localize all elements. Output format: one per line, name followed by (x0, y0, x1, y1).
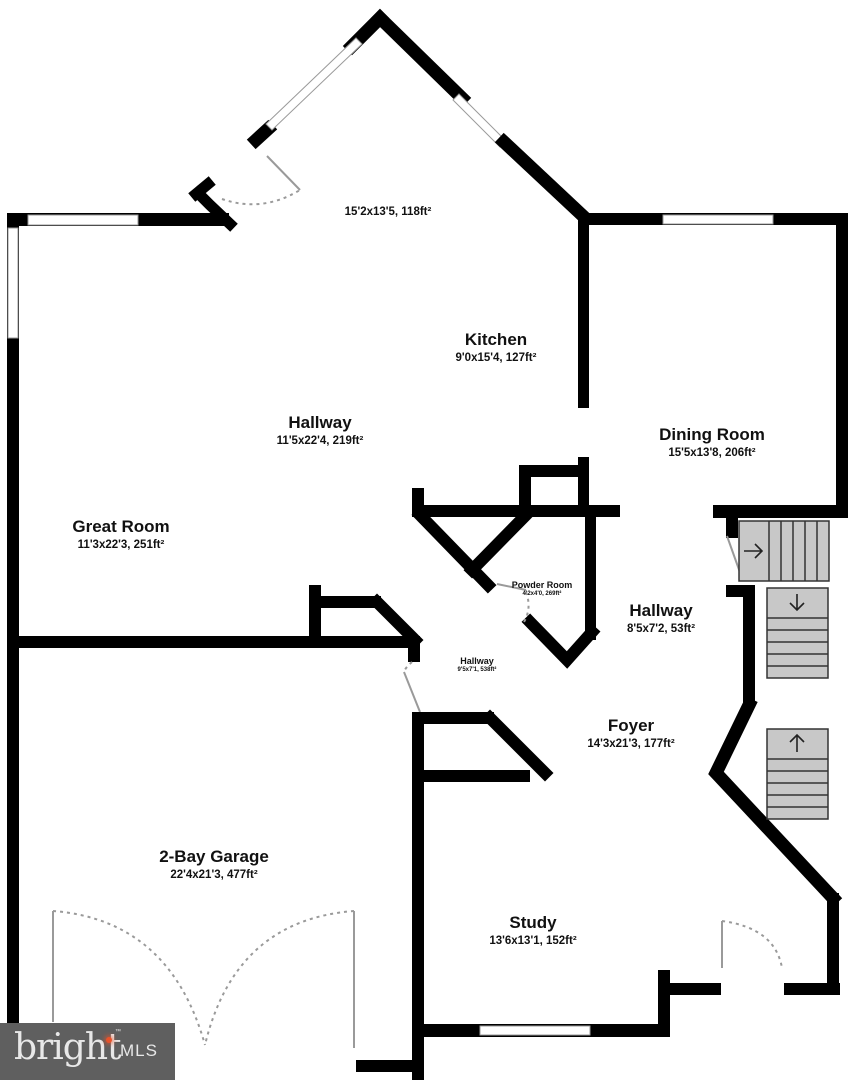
room-label-hallway-small: Hallway 9'5x7'1, 538ft² (458, 656, 497, 674)
door-upper (221, 155, 301, 206)
room-label-upper: 15'2x13'5, 118ft² (345, 204, 432, 219)
room-dimensions: 8'5x7'2, 53ft² (626, 622, 696, 635)
trademark-symbol: ™ (115, 1029, 121, 1035)
down-arrow-icon (789, 594, 805, 612)
outer-left-walls (7, 213, 229, 1080)
window (479, 1025, 591, 1036)
garage-top-walls (7, 585, 424, 662)
room-name: Study (509, 913, 557, 932)
window (27, 214, 139, 226)
door-powder-room (496, 583, 530, 623)
room-dimensions: 22'4x21'3, 477ft² (170, 868, 258, 881)
upper-room-walls (188, 8, 593, 232)
room-name: 2-Bay Garage (159, 847, 269, 866)
room-name: Great Room (72, 517, 170, 536)
room-dimensions: 14'3x21'3, 177ft² (587, 737, 675, 750)
logo-brand-text: brigh (14, 1027, 108, 1068)
room-dimensions: 15'5x13'8, 206ft² (668, 446, 756, 459)
room-label-kitchen: Kitchen 9'0x15'4, 127ft² (456, 330, 537, 365)
logo-mls-text: MLS (120, 1041, 158, 1060)
room-label-hallway-east: Hallway 8'5x7'2, 53ft² (627, 601, 695, 636)
room-name: Hallway (288, 413, 352, 432)
room-name: Hallway (460, 656, 494, 666)
window (7, 227, 19, 339)
room-label-powder-room: Powder Room 4'2x4'0, 269ft² (512, 580, 573, 598)
room-name: Foyer (607, 716, 655, 735)
room-name: Kitchen (464, 330, 528, 349)
room-label-garage: 2-Bay Garage 22'4x21'3, 477ft² (159, 847, 269, 882)
right-arrow-icon (744, 543, 764, 559)
room-dimensions: 15'2x13'5, 118ft² (344, 206, 432, 218)
stair-up (766, 728, 829, 820)
bright-mls-logo: bright ™ MLS (0, 1023, 175, 1080)
room-label-dining-room: Dining Room 15'5x13'8, 206ft² (659, 425, 765, 460)
room-dimensions: 4'2x4'0, 269ft² (522, 591, 562, 598)
door-garage (403, 661, 421, 713)
stair-down (766, 587, 829, 679)
room-label-great-room: Great Room 11'3x22'3, 251ft² (72, 517, 169, 552)
window (265, 37, 363, 131)
room-name: Powder Room (511, 580, 573, 590)
room-dimensions: 11'5x22'4, 219ft² (276, 434, 364, 447)
door-entry (721, 920, 783, 969)
room-dimensions: 9'5x7'1, 538ft² (457, 667, 497, 674)
central-walls (411, 457, 620, 669)
window (662, 214, 774, 225)
room-dimensions: 13'6x13'1, 152ft² (489, 934, 577, 947)
room-label-foyer: Foyer 14'3x21'3, 177ft² (587, 716, 674, 751)
up-arrow-icon (789, 733, 805, 752)
study-walls (356, 585, 843, 1080)
logo-wordmark: bright (14, 1027, 122, 1068)
room-dimensions: 9'0x15'4, 127ft² (455, 351, 537, 364)
room-name: Dining Room (659, 425, 765, 444)
dining-walls (578, 213, 848, 538)
spark-icon (106, 1037, 112, 1043)
room-name: Hallway (629, 601, 693, 620)
stair-right (738, 520, 830, 582)
room-label-hallway-main: Hallway 11'5x22'4, 219ft² (277, 413, 364, 448)
garage-doors (52, 910, 355, 1048)
room-dimensions: 11'3x22'3, 251ft² (77, 538, 165, 551)
room-label-study: Study 13'6x13'1, 152ft² (489, 913, 576, 948)
